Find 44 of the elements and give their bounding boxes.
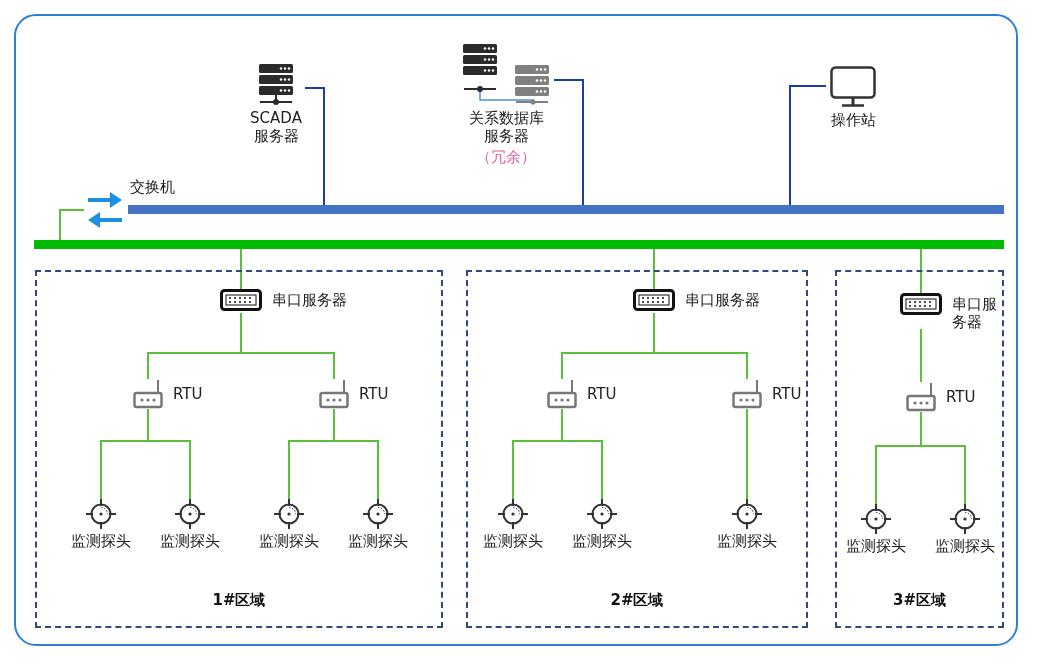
zone-area xyxy=(35,270,443,628)
probe-label: 监测探头 xyxy=(160,532,220,550)
connection-line xyxy=(147,408,191,500)
probe-label: 监测探头 xyxy=(348,532,408,550)
zone-area xyxy=(466,270,808,628)
rtu-label: RTU xyxy=(946,388,976,406)
connection-line xyxy=(553,79,584,206)
serial-server-label: 串口服务器 xyxy=(272,291,347,309)
switch-label: 交换机 xyxy=(130,178,175,197)
network-bus-bar xyxy=(128,205,1004,214)
probe-label: 监测探头 xyxy=(846,537,906,555)
probe-label: 监测探头 xyxy=(935,537,995,555)
zone-area xyxy=(835,270,1004,628)
connection-line xyxy=(240,248,242,290)
connection-line xyxy=(240,312,335,380)
station-label: 操作站 xyxy=(830,111,876,129)
serial-server-label: 串口服务器 xyxy=(685,291,760,309)
probe-label: 监测探头 xyxy=(259,532,319,550)
connection-line xyxy=(746,408,748,500)
connection-line xyxy=(920,328,922,383)
serial-server-label: 串口服务器 xyxy=(952,295,998,331)
network-bus-bar xyxy=(34,240,1004,249)
rtu-label: RTU xyxy=(173,385,203,403)
connection-line xyxy=(653,312,748,380)
zone-label: 1#区域 xyxy=(212,591,266,609)
connection-line xyxy=(653,248,655,290)
connection-line xyxy=(920,248,922,294)
rtu-label: RTU xyxy=(772,385,802,403)
probe-label: 监测探头 xyxy=(71,532,131,550)
zone-label: 3#区域 xyxy=(893,591,946,609)
connection-line xyxy=(304,87,325,206)
probe-label: 监测探头 xyxy=(572,532,632,550)
connection-line xyxy=(920,411,966,505)
probe-label: 监测探头 xyxy=(717,532,777,550)
note-label: （冗余） xyxy=(476,148,536,166)
server-label: SCADA 服务器 xyxy=(249,109,303,145)
connection-line xyxy=(59,209,85,241)
server-label: 关系数据库服务器 xyxy=(467,109,545,145)
connection-line xyxy=(789,85,827,206)
connection-line xyxy=(561,408,603,500)
probe-label: 监测探头 xyxy=(483,532,543,550)
rtu-label: RTU xyxy=(587,385,617,403)
zone-label: 2#区域 xyxy=(610,591,664,609)
rtu-label: RTU xyxy=(359,385,389,403)
